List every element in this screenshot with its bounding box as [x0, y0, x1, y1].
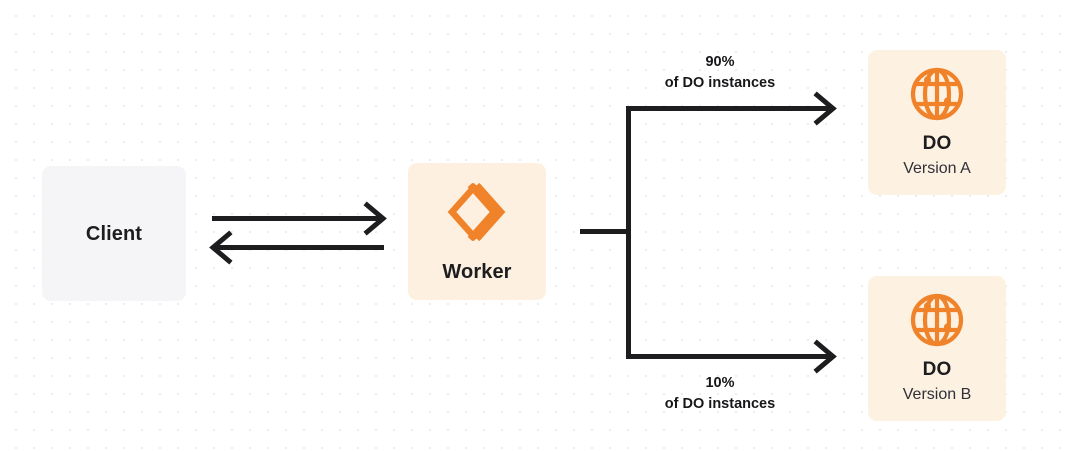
arrow-client-to-worker — [212, 201, 387, 236]
globe-icon — [909, 292, 965, 348]
node-do-a-label: DO — [922, 132, 952, 154]
node-client[interactable]: Client — [42, 166, 186, 301]
node-do-version-b[interactable]: DO Version B — [868, 276, 1006, 421]
node-do-version-a[interactable]: DO Version A — [868, 50, 1006, 195]
edge-label-do-b-description: of DO instances — [664, 396, 776, 413]
edge-label-do-a: 90% of DO instances — [612, 52, 828, 94]
arrow-worker-to-client — [209, 230, 384, 265]
node-do-b-sublabel: Version B — [902, 385, 972, 403]
node-do-a-sublabel: Version A — [903, 159, 971, 177]
node-do-b-label: DO — [922, 358, 952, 380]
node-worker-label: Worker — [442, 260, 512, 283]
arrow-worker-to-do-a — [626, 91, 837, 126]
edge-label-do-b: 10% of DO instances — [612, 373, 828, 415]
cloudflare-workers-icon — [446, 180, 508, 244]
edge-label-do-a-percent: 90% — [705, 54, 735, 70]
edge-label-do-b-percent: 10% — [705, 375, 735, 391]
node-client-label: Client — [85, 222, 143, 245]
node-worker[interactable]: Worker — [408, 163, 546, 300]
globe-icon — [909, 66, 965, 122]
arrow-worker-to-do-b — [626, 339, 837, 374]
edge-label-do-a-description: of DO instances — [664, 75, 776, 92]
